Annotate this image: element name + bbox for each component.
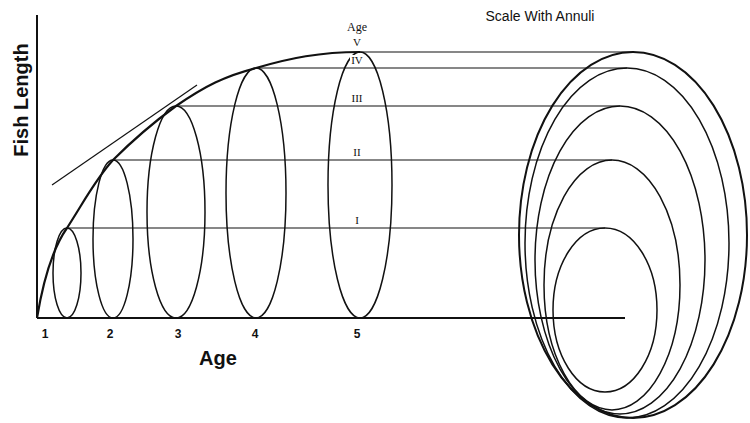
age-numeral: III xyxy=(351,93,364,104)
scale-title: Scale With Annuli xyxy=(486,9,595,23)
growth-curve xyxy=(37,52,360,318)
tangent-line xyxy=(52,85,197,185)
age-numeral: I xyxy=(354,215,360,226)
annulus-ring xyxy=(525,68,729,418)
age-numeral: IV xyxy=(350,55,364,66)
year-ellipse xyxy=(53,228,81,318)
year-ellipse xyxy=(93,160,133,318)
age-numeral: V xyxy=(352,37,362,48)
projection-line xyxy=(256,67,627,68)
annulus-ring xyxy=(553,228,657,392)
y-axis xyxy=(36,15,38,318)
axis-title: Fish Length xyxy=(11,43,31,156)
tick-label: 1 xyxy=(42,328,49,340)
tick-label: 2 xyxy=(107,328,114,340)
tick-label: 4 xyxy=(252,328,259,340)
age-numeral: II xyxy=(352,147,361,158)
annulus-ring xyxy=(544,160,680,410)
year-ellipse xyxy=(328,52,392,318)
tick-label: 3 xyxy=(175,328,182,340)
axis-title: Age xyxy=(199,348,237,368)
tick-label: 5 xyxy=(354,328,361,340)
x-axis xyxy=(37,317,625,319)
annulus-ring xyxy=(535,106,705,414)
year-ellipse xyxy=(147,106,205,318)
scale-outline xyxy=(519,52,747,418)
age-heading: Age xyxy=(347,21,367,33)
projection-line xyxy=(360,51,633,52)
projection-line xyxy=(67,227,605,228)
